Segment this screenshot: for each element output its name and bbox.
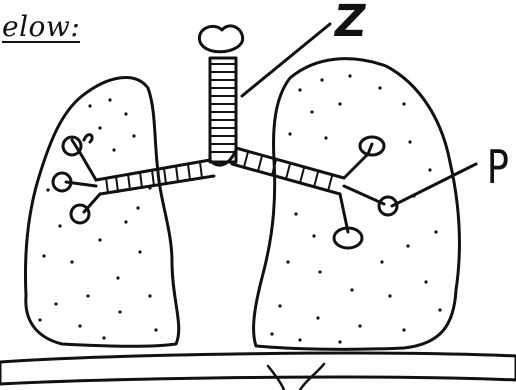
right-bronchioles — [340, 144, 384, 232]
larynx — [199, 26, 242, 52]
right-lung — [254, 59, 460, 350]
left-alveoli-3 — [71, 205, 89, 223]
diaphragm — [0, 353, 516, 384]
label-line-p — [392, 164, 476, 206]
left-lung — [26, 78, 179, 347]
label-p: P — [487, 140, 509, 194]
trachea — [210, 58, 236, 162]
left-bronchus — [96, 160, 214, 194]
left-bronchioles — [66, 140, 100, 212]
